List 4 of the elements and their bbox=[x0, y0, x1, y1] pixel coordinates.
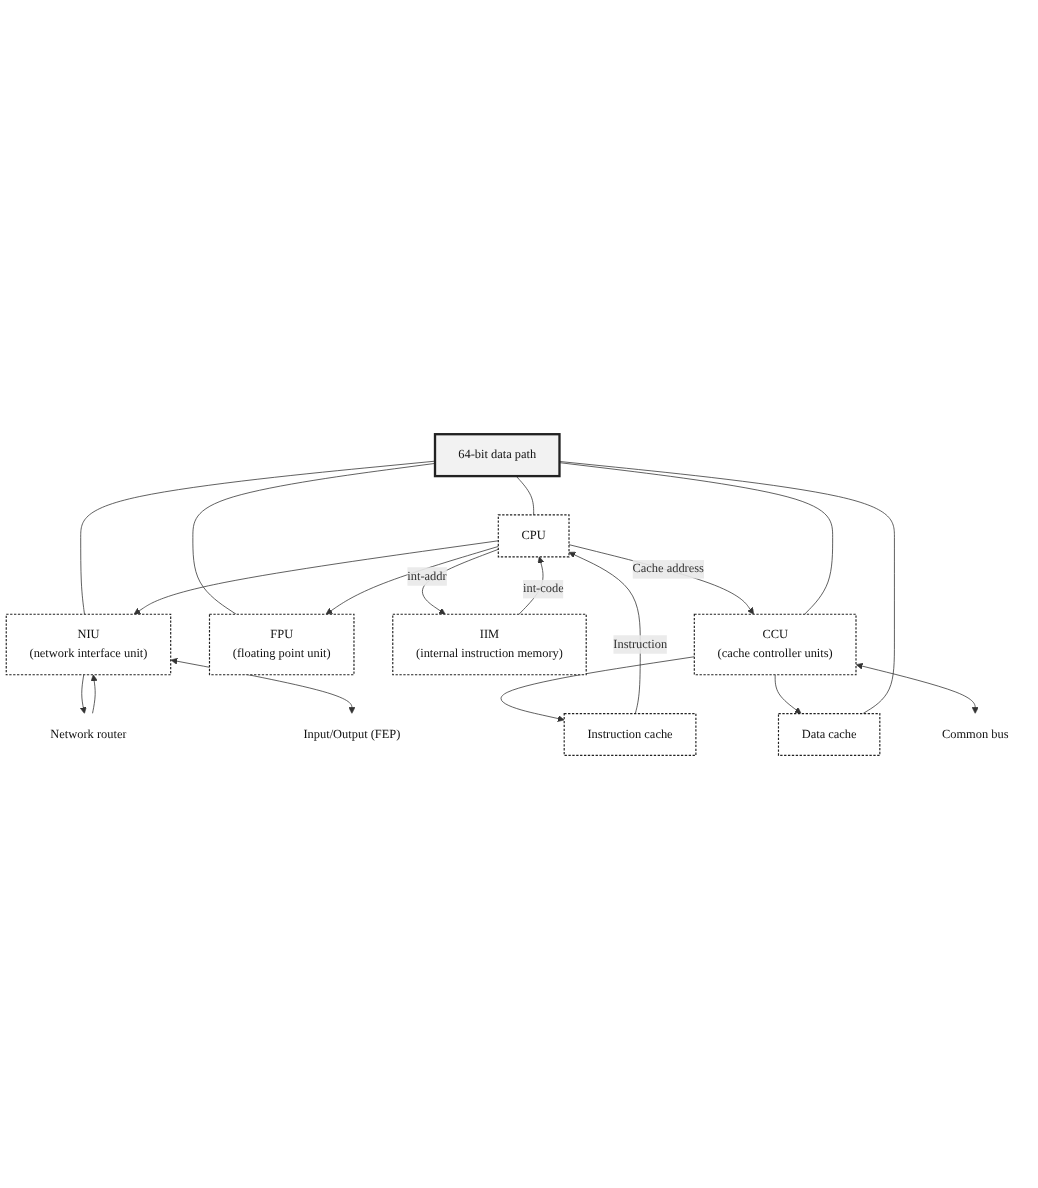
connector bbox=[515, 474, 535, 515]
connector bbox=[192, 462, 436, 614]
connector bbox=[559, 461, 834, 614]
connector bbox=[80, 459, 436, 614]
